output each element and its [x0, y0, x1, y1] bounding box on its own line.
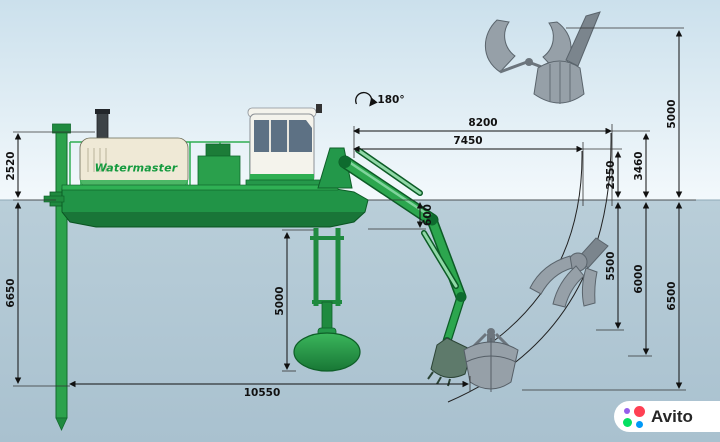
water — [0, 200, 720, 442]
dim-label-5000-pump: 5000 — [273, 286, 286, 316]
pontoon-hull — [43, 184, 369, 228]
dim-label-600: 600 — [421, 204, 434, 226]
dimension-lines — [14, 30, 683, 389]
brand-logo-text: Watermaster — [94, 161, 178, 175]
avito-logo-icon — [623, 405, 645, 428]
extension-lines — [13, 27, 696, 392]
attachment-tools — [463, 11, 609, 392]
dim-label-7450: 7450 — [453, 134, 483, 147]
watermark-label: Avito — [651, 406, 693, 426]
dim-label-6500: 6500 — [665, 281, 678, 311]
dim-label-8200: 8200 — [468, 116, 498, 129]
exhaust-stack — [95, 109, 110, 141]
dim-label-6650: 6650 — [4, 278, 17, 308]
closed-clamshell-grab-bottom — [463, 328, 519, 392]
dim-label-3460: 3460 — [632, 151, 645, 181]
dim-label-5500: 5500 — [604, 251, 617, 281]
rotation-arrow-icon — [355, 91, 378, 107]
dim-label-10550: 10550 — [243, 386, 281, 399]
operator-cabin — [245, 104, 323, 191]
dim-label-5000-right: 5000 — [665, 99, 678, 129]
avito-watermark: Avito — [614, 401, 720, 432]
dim-label-2350: 2350 — [604, 160, 617, 190]
dim-label-2520: 2520 — [4, 151, 17, 181]
dredger-illustration — [43, 104, 473, 387]
closed-clamshell-grab-top — [533, 11, 601, 104]
suction-pump-assembly — [293, 228, 361, 372]
dim-label-6000: 6000 — [632, 264, 645, 294]
deck-equipment — [197, 143, 241, 189]
ripper-rake-tool — [529, 237, 609, 308]
engine-housing — [79, 137, 189, 189]
rotation-label: 180° — [377, 93, 405, 106]
